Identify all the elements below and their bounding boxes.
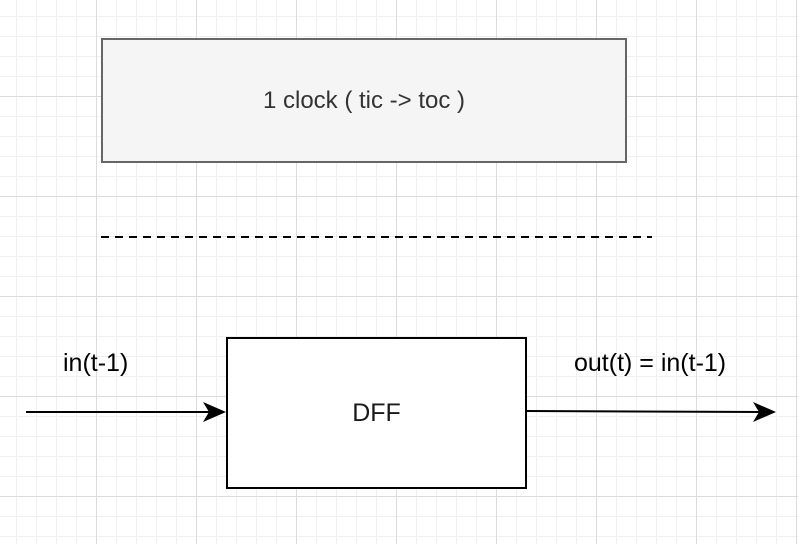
dff-box[interactable]: DFF	[226, 337, 527, 489]
clock-box-label: 1 clock ( tic -> toc )	[262, 86, 466, 114]
output-label: out(t) = in(t-1)	[574, 349, 727, 377]
input-label: in(t-1)	[63, 349, 129, 377]
input-arrow-icon[interactable]	[26, 402, 226, 422]
clock-box[interactable]: 1 clock ( tic -> toc )	[101, 38, 627, 163]
dff-box-label: DFF	[352, 398, 401, 427]
output-arrow-icon[interactable]	[526, 402, 776, 422]
